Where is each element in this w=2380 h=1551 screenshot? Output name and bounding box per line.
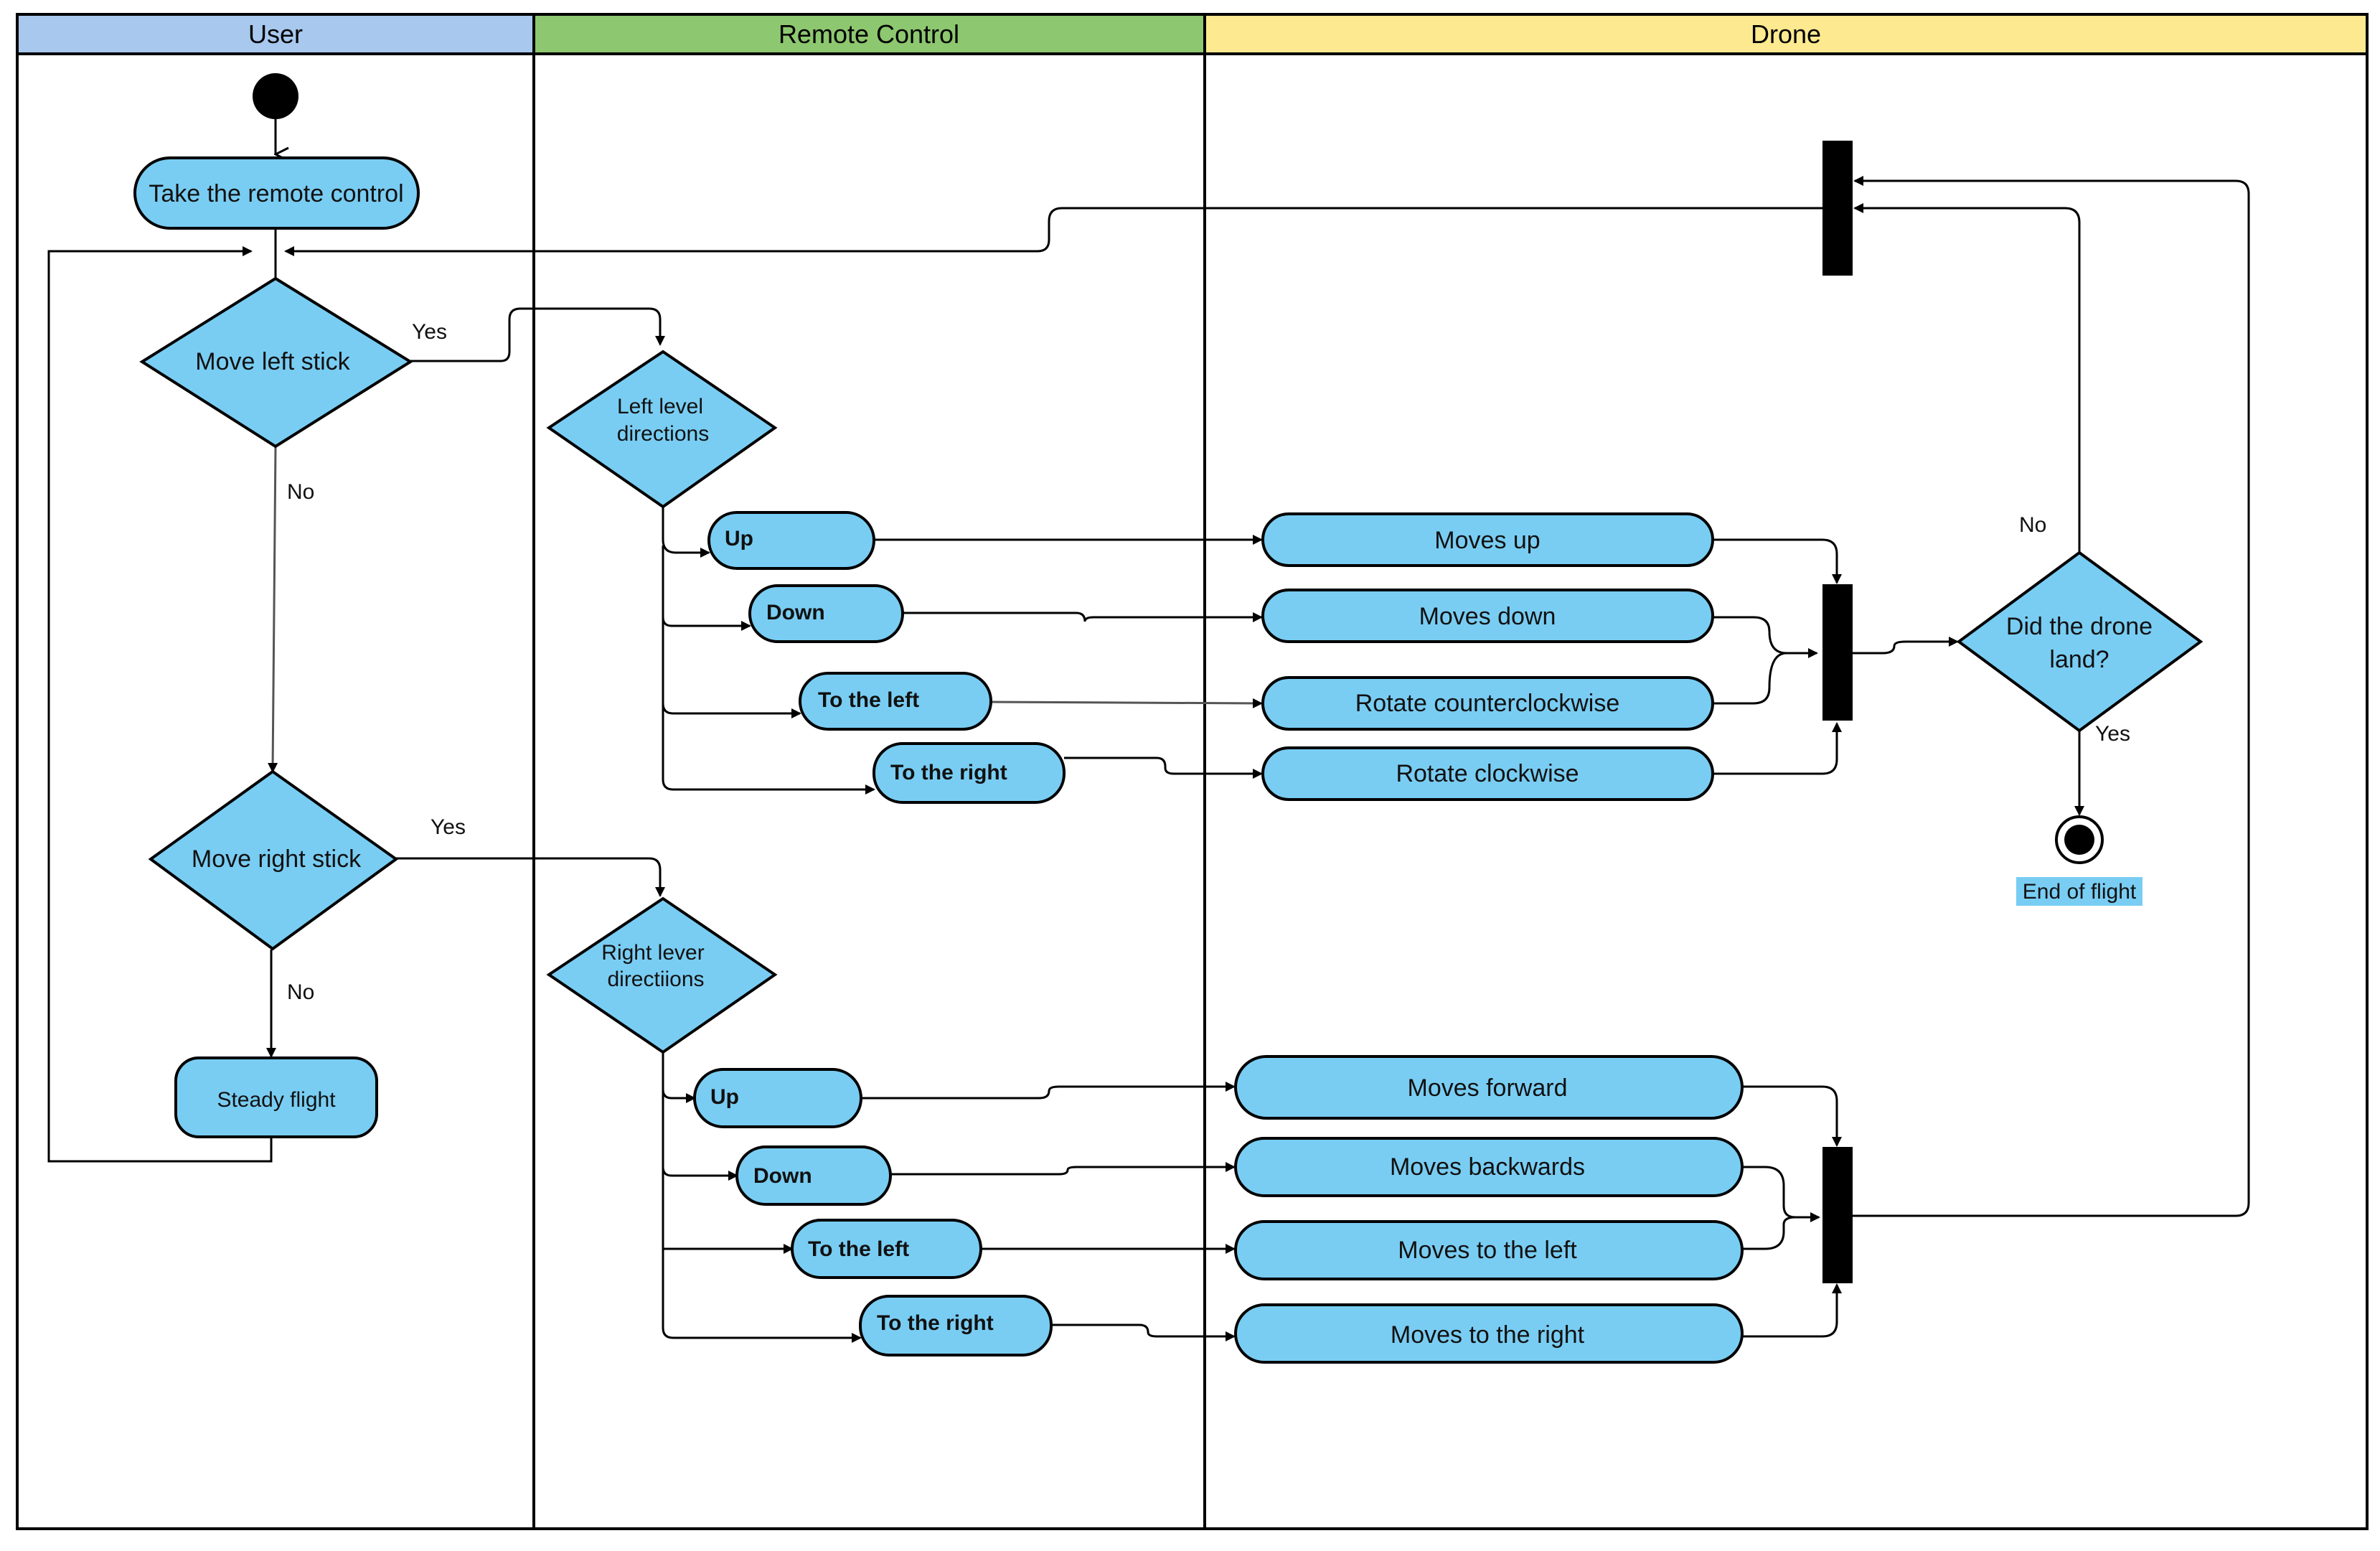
upper-join-bar <box>1822 584 1853 721</box>
edge-decision-no <box>1853 203 2081 553</box>
moves-forward-label: Moves forward <box>1408 1074 1568 1102</box>
no-left-label: No <box>287 480 314 504</box>
moves-left-node <box>1234 1220 1744 1280</box>
yes-right-label: Yes <box>431 815 466 839</box>
edge-toleft-bar <box>1742 1216 1796 1250</box>
edge-rdir-right <box>662 1249 862 1343</box>
moves-backwards-label: Moves backwards <box>1390 1153 1585 1181</box>
edge-ldir-right <box>662 703 875 795</box>
left-right-node <box>872 742 1066 804</box>
edge-toright-bar <box>1742 1283 1842 1338</box>
moves-right-label: Moves to the right <box>1391 1321 1585 1349</box>
edge-bar-decision <box>1853 637 1959 655</box>
edge-ccw-bar <box>1713 652 1787 705</box>
no-land-label: No <box>2019 513 2046 537</box>
lower-join-bar <box>1822 1147 1853 1283</box>
left-left-label: To the left <box>818 688 919 712</box>
edge-moveleft-no <box>268 446 278 773</box>
left-directions-label-1: Left level <box>617 395 703 418</box>
steady-flight-label: Steady flight <box>217 1088 336 1112</box>
steady-flight-node <box>174 1056 378 1138</box>
edge-left-ccw <box>990 698 1263 708</box>
lane-body-drone <box>1203 52 2369 1530</box>
right-right-label: To the right <box>877 1311 994 1335</box>
rotate-cw-label: Rotate clockwise <box>1396 760 1579 787</box>
move-right-decision <box>148 769 399 951</box>
moves-forward-node <box>1234 1055 1744 1120</box>
rotate-ccw-node <box>1261 676 1714 731</box>
no-right-label: No <box>287 980 314 1004</box>
lane-title-user: User <box>248 19 303 49</box>
edge-right-toright <box>1051 1323 1236 1341</box>
moves-down-node <box>1261 589 1714 643</box>
right-up-node <box>693 1068 862 1128</box>
move-left-label: Move left stick <box>195 348 350 375</box>
top-sync-bar <box>1822 141 1853 276</box>
lane-title-drone: Drone <box>1751 19 1821 49</box>
moves-up-node <box>1261 512 1714 567</box>
lane-title-remote: Remote Control <box>779 19 959 49</box>
right-down-label: Down <box>753 1164 812 1188</box>
take-remote-node <box>133 156 420 230</box>
left-down-label: Down <box>766 601 825 624</box>
right-down-node <box>735 1145 892 1206</box>
end-flight-label-bg <box>2016 877 2143 906</box>
left-left-node <box>799 672 992 731</box>
left-right-label: To the right <box>890 761 1007 784</box>
moves-down-label: Moves down <box>1419 603 1556 630</box>
left-directions-label-2: directions <box>617 422 709 446</box>
left-down-node <box>748 584 904 643</box>
edge-backwards-bar <box>1742 1166 1820 1222</box>
move-right-label: Move right stick <box>192 845 362 873</box>
take-remote-label: Take the remote control <box>149 180 403 207</box>
edge-up-forward <box>861 1082 1236 1100</box>
edge-bar-loop <box>284 207 1824 256</box>
yes-left-label: Yes <box>412 320 447 344</box>
left-up-label: Up <box>725 527 753 550</box>
did-land-decision <box>1956 550 2203 733</box>
moves-left-label: Moves to the left <box>1398 1237 1577 1264</box>
yes-land-label: Yes <box>2095 722 2130 746</box>
edge-cw-bar <box>1713 722 1842 775</box>
edge-down-movesdown <box>903 612 1263 622</box>
edge-movesup-bar <box>1713 538 1842 584</box>
edge-right-cw <box>1064 756 1263 779</box>
moves-backwards-node <box>1234 1137 1744 1197</box>
edge-ldir-up <box>662 507 710 558</box>
move-left-decision <box>139 276 413 449</box>
moves-up-label: Moves up <box>1434 527 1540 554</box>
end-node <box>2064 825 2094 855</box>
edge-moveleft-yes <box>410 307 665 362</box>
left-up-node <box>707 511 875 570</box>
edge-movesdown-bar <box>1713 616 1818 658</box>
right-left-label: To the left <box>808 1237 909 1261</box>
edge-forward-bar <box>1742 1085 1842 1147</box>
edge-moveright-yes <box>395 857 665 897</box>
end-flight-label: End of flight <box>2023 880 2137 904</box>
rotate-ccw-label: Rotate counterclockwise <box>1355 690 1620 717</box>
moves-right-node <box>1234 1303 1744 1364</box>
rotate-cw-node <box>1261 746 1714 801</box>
edge-rdir-up <box>662 1052 696 1103</box>
right-directions-label-1: Right lever <box>601 941 704 965</box>
edge-steady-loop <box>47 246 273 1163</box>
right-left-node <box>791 1219 982 1279</box>
right-directions-decision <box>546 896 778 1054</box>
right-directions-label-2: directiions <box>607 967 704 991</box>
did-land-label-1: Did the drone <box>2006 613 2153 640</box>
edge-lowerbar-topbar <box>1853 176 2250 1217</box>
start-node <box>253 73 298 119</box>
edge-down-backwards <box>890 1162 1236 1176</box>
did-land-label-2: land? <box>2049 646 2109 673</box>
right-right-node <box>859 1295 1053 1356</box>
right-up-label: Up <box>710 1085 739 1109</box>
left-directions-decision <box>546 350 778 509</box>
